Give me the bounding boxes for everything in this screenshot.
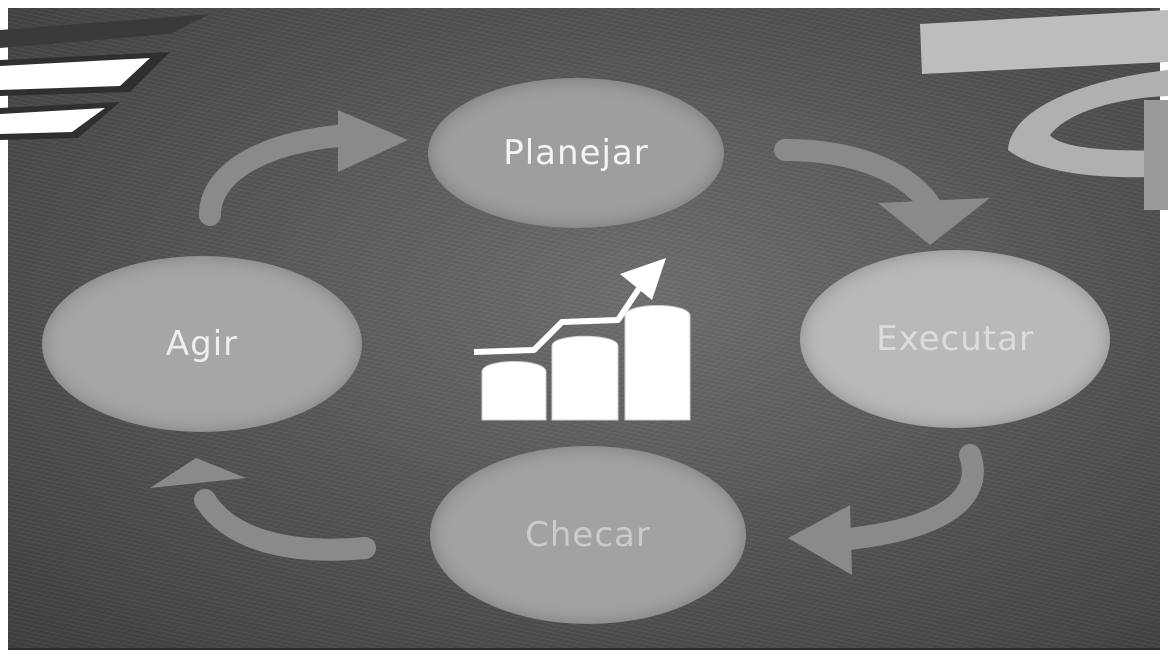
icon-bar-1 (482, 362, 546, 421)
icon-bar-3 (625, 306, 690, 421)
icon-bar-2 (552, 336, 618, 420)
icon-trend-arrowhead (620, 258, 666, 300)
